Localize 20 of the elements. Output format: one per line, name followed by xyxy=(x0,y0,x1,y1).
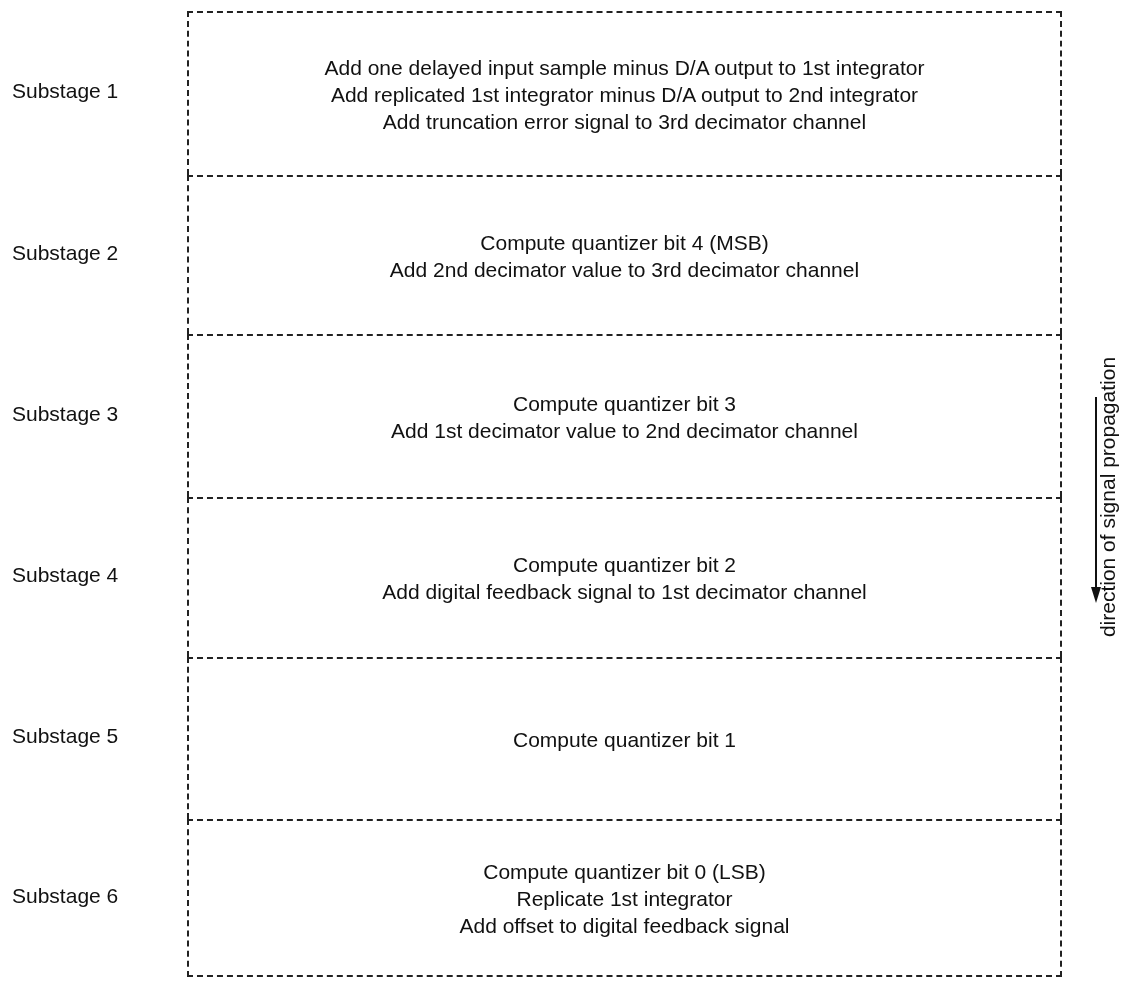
stage-step-text: Add replicated 1st integrator minus D/A output to 2nd integrator xyxy=(330,81,919,108)
direction-label: direction of signal propagation xyxy=(1096,356,1120,638)
stage-heading: Substage 6 xyxy=(12,884,119,908)
stage-step-text: Add digital feedback signal to 1st decimator channel xyxy=(382,579,867,605)
stage-step-text: Compute quantizer bit 0 (LSB) xyxy=(483,858,766,885)
stage-step-text: Replicate 1st integrator xyxy=(516,885,733,912)
stage-heading: Substage 1 xyxy=(12,79,119,103)
stage-heading: Substage 4 xyxy=(12,563,119,587)
stage-step-text: Add 1st decimator value to 2nd decimator channel xyxy=(391,417,858,444)
stage-step-text: Compute quantizer bit 1 xyxy=(513,726,736,753)
stage-step-text: Add 2nd decimator value to 3rd decimator channel xyxy=(389,256,860,283)
stage-step-text: Compute quantizer bit 4 (MSB) xyxy=(480,229,769,256)
stage-step-text: Compute quantizer bit 3 xyxy=(513,390,736,417)
stage-step-text: Compute quantizer bit 2 xyxy=(513,552,736,578)
stage-heading: Substage 3 xyxy=(12,401,119,426)
stage-heading: Substage 5 xyxy=(12,724,119,748)
stage-heading: Substage 2 xyxy=(12,240,119,265)
stage-step-text: Add one delayed input sample minus D/A output to 1st integrator xyxy=(324,54,925,81)
stage-step-text: Add offset to digital feedback signal xyxy=(459,912,790,939)
stage-step-text: Add truncation error signal to 3rd decimator channel xyxy=(382,108,867,135)
